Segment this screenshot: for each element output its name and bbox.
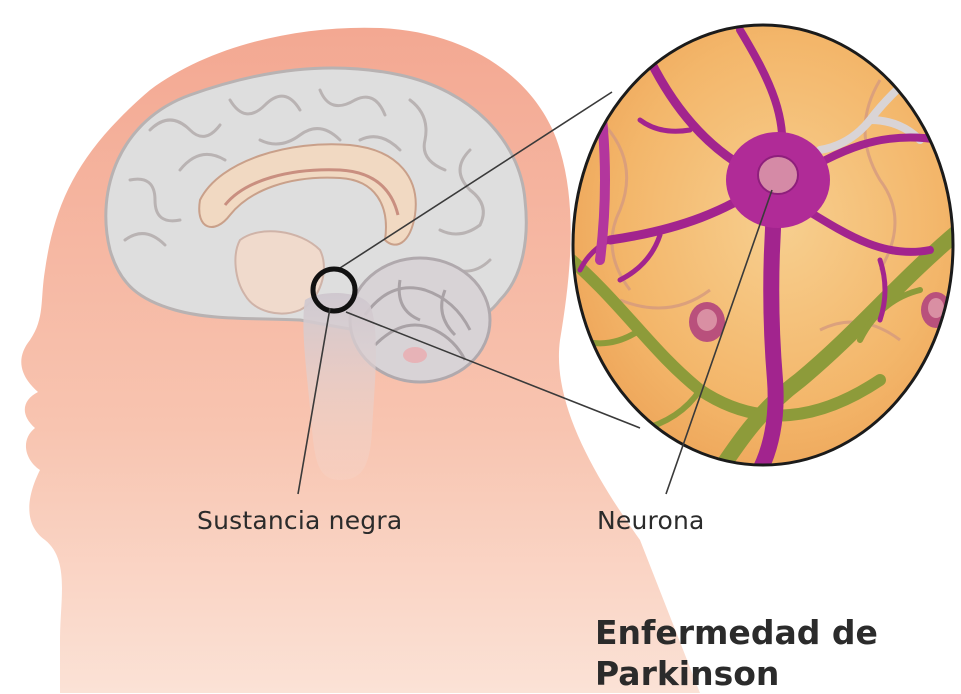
neuron-inset — [560, 20, 960, 470]
label-substantia-nigra: Sustancia negra — [197, 506, 402, 535]
diagram-title: Enfermedad de Parkinson — [595, 612, 878, 694]
title-line-2: Parkinson — [595, 653, 878, 694]
label-neuron: Neurona — [597, 506, 705, 535]
title-line-1: Enfermedad de — [595, 612, 878, 653]
